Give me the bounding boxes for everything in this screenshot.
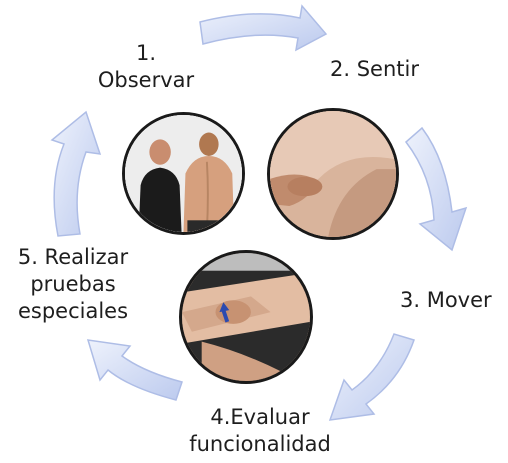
step-4-number: 4.Evaluar bbox=[210, 405, 310, 429]
feel-illustration bbox=[270, 111, 396, 237]
move-illustration bbox=[182, 253, 310, 381]
step-2-text: 2. Sentir bbox=[330, 57, 419, 81]
arrow-tests-to-observe bbox=[50, 110, 102, 237]
step-5-line-3: especiales bbox=[17, 299, 129, 323]
step-1-text: Observar bbox=[97, 68, 195, 92]
photo-observe bbox=[122, 112, 245, 235]
step-1-label: 1. Observar bbox=[92, 40, 200, 94]
step-3-label: 3. Mover bbox=[400, 287, 492, 314]
observe-illustration bbox=[125, 115, 242, 232]
step-5-label: 5. Realizar pruebas especiales bbox=[10, 244, 136, 325]
arrow-feel-to-move bbox=[404, 126, 468, 252]
photo-move bbox=[179, 250, 313, 384]
arrow-observe-to-feel bbox=[199, 4, 328, 52]
step-5-line-1: 5. Realizar bbox=[17, 245, 129, 269]
step-1-number: 1. bbox=[135, 41, 157, 65]
step-5-line-2: pruebas bbox=[30, 272, 116, 296]
step-3-text: 3. Mover bbox=[400, 288, 492, 312]
step-2-label: 2. Sentir bbox=[330, 56, 419, 83]
step-4-label: 4.Evaluar funcionalidad bbox=[176, 404, 344, 458]
photo-feel bbox=[267, 108, 399, 240]
arrow-evaluate-to-tests bbox=[86, 339, 183, 401]
step-4-text: funcionalidad bbox=[189, 432, 331, 456]
arrow-move-to-evaluate bbox=[328, 333, 415, 421]
